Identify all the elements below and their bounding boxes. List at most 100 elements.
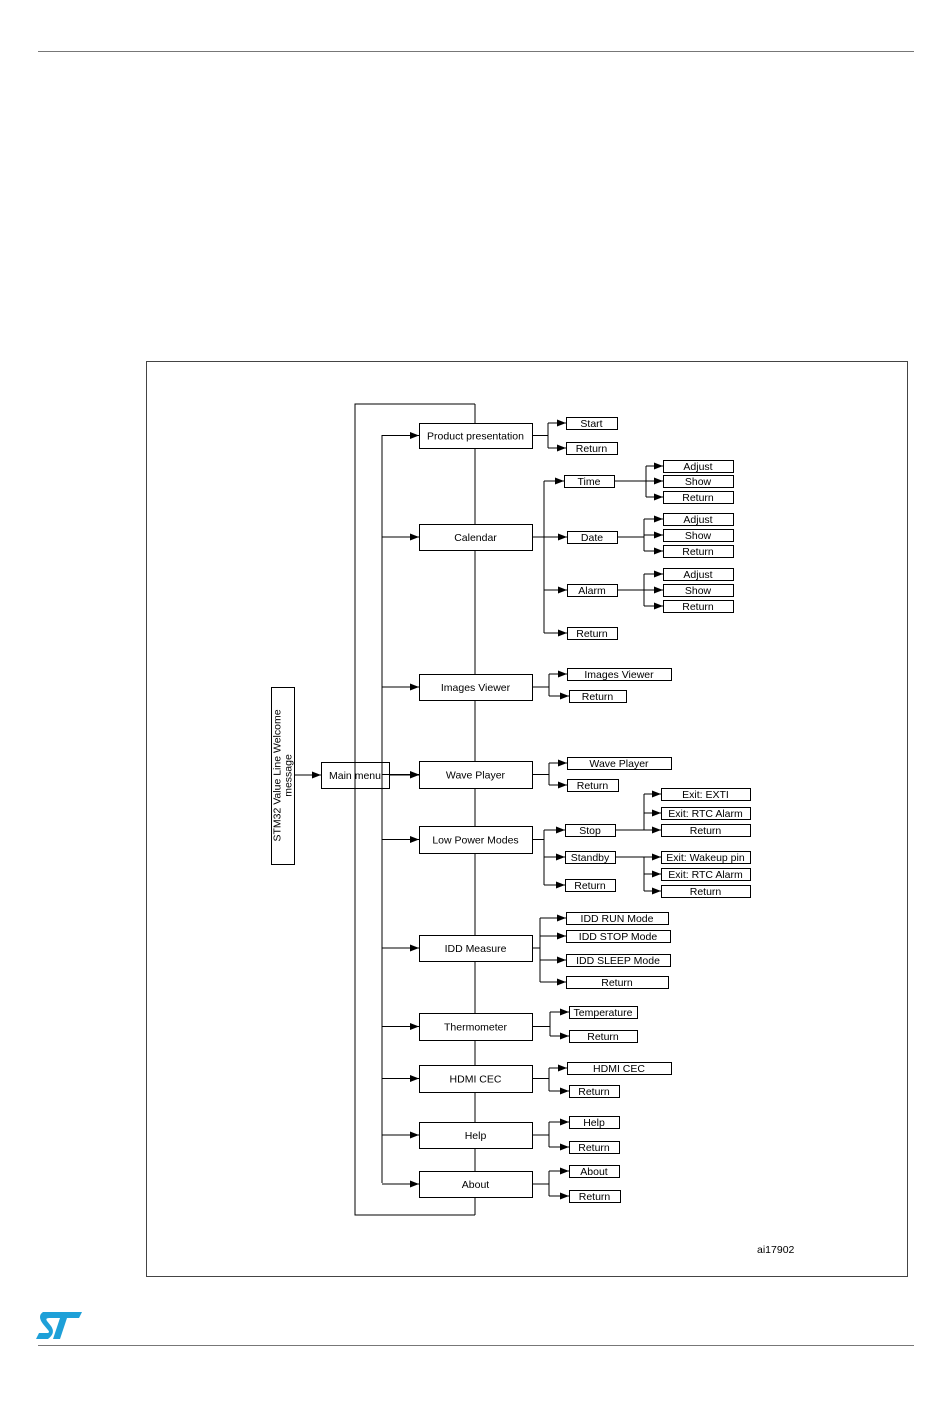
- menu-item-about-label: About: [462, 1179, 490, 1191]
- arrow-head: [556, 853, 565, 861]
- submenu-calendar-date-label: Date: [581, 532, 603, 544]
- submenu-calendar-return-label: Return: [576, 628, 608, 640]
- arrow-head: [558, 586, 567, 594]
- arrow-head: [556, 881, 565, 889]
- option-time-return-label: Return: [682, 492, 714, 504]
- submenu-idd-measure-idd-stop-mode-label: IDD STOP Mode: [579, 931, 658, 943]
- submenu-images-viewer-return: Return: [569, 690, 627, 703]
- option-date-adjust-label: Adjust: [683, 514, 712, 526]
- option-date-adjust: Adjust: [663, 513, 734, 526]
- loop-line-top: [354, 403, 475, 762]
- arrow-head: [557, 444, 566, 452]
- submenu-wave-player-wave-player: Wave Player: [567, 757, 672, 770]
- arrow-head: [410, 432, 419, 439]
- arrow-head: [652, 853, 661, 861]
- arrow-head: [654, 462, 663, 470]
- arrow-head: [410, 1180, 419, 1188]
- submenu-about-about-label: About: [580, 1166, 608, 1178]
- arrow-head: [410, 771, 419, 778]
- menu-item-idd-measure: IDD Measure: [419, 935, 533, 962]
- menu-item-about: About: [419, 1171, 533, 1198]
- submenu-idd-measure-return: Return: [566, 976, 669, 989]
- arrow-head: [410, 1075, 419, 1082]
- menu-item-images-viewer-label: Images Viewer: [441, 682, 511, 694]
- submenu-images-viewer-return-label: Return: [582, 691, 614, 703]
- submenu-wave-player-return-label: Return: [577, 780, 609, 792]
- st-logo-icon: [36, 1312, 82, 1339]
- submenu-idd-measure-idd-sleep-mode-label: IDD SLEEP Mode: [576, 955, 660, 967]
- arrow-head: [558, 533, 567, 541]
- arrow-head: [560, 1032, 569, 1040]
- menu-item-help: Help: [419, 1122, 533, 1149]
- submenu-hdmi-cec-return: Return: [569, 1085, 620, 1098]
- menu-item-wave-player: Wave Player: [419, 761, 533, 789]
- menu-item-wave-player-label: Wave Player: [446, 770, 506, 782]
- option-date-show-label: Show: [685, 530, 712, 542]
- arrow-head: [654, 570, 663, 578]
- menu-item-hdmi-cec-label: HDMI CEC: [450, 1074, 502, 1086]
- option-standby-exit-wakeup-pin-label: Exit: Wakeup pin: [666, 852, 745, 864]
- option-time-show: Show: [663, 475, 734, 488]
- submenu-product-presentation-return-label: Return: [576, 443, 608, 455]
- submenu-low-power-modes-return-label: Return: [574, 880, 606, 892]
- option-stop-exit-rtc-alarm-label: Exit: RTC Alarm: [668, 808, 743, 820]
- menu-item-thermometer-label: Thermometer: [444, 1022, 508, 1034]
- submenu-help-return: Return: [569, 1141, 620, 1154]
- submenu-help-help: Help: [569, 1116, 620, 1129]
- arrow-head: [558, 781, 567, 789]
- submenu-about-return: Return: [569, 1190, 621, 1203]
- option-stop-return-label: Return: [690, 825, 722, 837]
- option-alarm-return: Return: [663, 600, 734, 613]
- figure-id: ai17902: [757, 1244, 795, 1256]
- submenu-idd-measure-idd-stop-mode: IDD STOP Mode: [566, 930, 671, 943]
- menu-item-calendar-label: Calendar: [454, 532, 497, 544]
- arrow-head: [652, 790, 661, 798]
- arrow-head: [652, 870, 661, 878]
- submenu-thermometer-temperature: Temperature: [569, 1006, 638, 1019]
- submenu-about-about: About: [569, 1165, 620, 1178]
- arrow-head: [560, 1118, 569, 1126]
- submenu-low-power-modes-stop-label: Stop: [579, 825, 601, 837]
- submenu-thermometer-return: Return: [569, 1030, 638, 1043]
- submenu-calendar-alarm: Alarm: [567, 584, 618, 597]
- submenu-thermometer-return-label: Return: [587, 1031, 619, 1043]
- welcome-message-box-label: STM32 Value Line Welcomemessage: [272, 709, 295, 841]
- menu-item-help-label: Help: [465, 1130, 487, 1142]
- submenu-low-power-modes-standby: Standby: [565, 851, 616, 864]
- arrow-head: [654, 602, 663, 610]
- arrow-head: [410, 683, 419, 691]
- menu-item-calendar: Calendar: [419, 524, 533, 551]
- option-time-adjust: Adjust: [663, 460, 734, 473]
- submenu-about-return-label: Return: [579, 1191, 611, 1203]
- option-date-return: Return: [663, 545, 734, 558]
- arrow-head: [558, 670, 567, 678]
- option-alarm-return-label: Return: [682, 601, 714, 613]
- submenu-product-presentation-start: Start: [566, 417, 618, 430]
- arrow-head: [410, 533, 419, 541]
- option-stop-exit-exti-label: Exit: EXTI: [682, 789, 729, 801]
- menu-item-low-power-modes: Low Power Modes: [419, 826, 533, 854]
- arrow-head: [560, 1192, 569, 1200]
- submenu-help-help-label: Help: [583, 1117, 605, 1129]
- arrow-head: [557, 419, 566, 427]
- option-standby-return-label: Return: [690, 886, 722, 898]
- submenu-wave-player-wave-player-label: Wave Player: [589, 758, 649, 770]
- submenu-hdmi-cec-return-label: Return: [578, 1086, 610, 1098]
- loop-line-bottom: [354, 762, 475, 1216]
- option-stop-exit-rtc-alarm: Exit: RTC Alarm: [661, 807, 751, 820]
- submenu-hdmi-cec-hdmi-cec-label: HDMI CEC: [593, 1063, 645, 1075]
- option-date-show: Show: [663, 529, 734, 542]
- arrow-head: [410, 1023, 419, 1030]
- submenu-calendar-time-label: Time: [578, 476, 601, 488]
- submenu-wave-player-return: Return: [567, 779, 619, 792]
- arrow-head: [560, 1143, 569, 1151]
- submenu-calendar-return: Return: [567, 627, 618, 640]
- arrow-head: [654, 493, 663, 501]
- option-alarm-show: Show: [663, 584, 734, 597]
- submenu-calendar-alarm-label: Alarm: [578, 585, 606, 597]
- submenu-idd-measure-idd-run-mode-label: IDD RUN Mode: [581, 913, 654, 925]
- option-time-return: Return: [663, 491, 734, 504]
- menu-item-product-presentation: Product presentation: [419, 423, 533, 449]
